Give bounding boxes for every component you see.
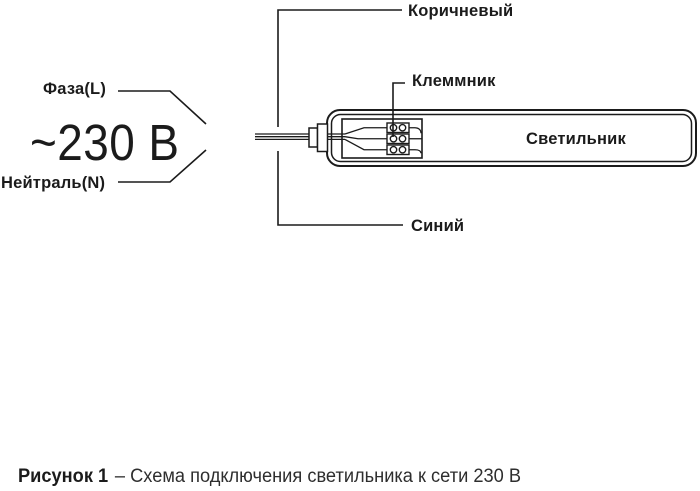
blue-wire-callout-line — [277, 151, 403, 226]
neutral-label: Нейтраль(N) — [1, 173, 106, 192]
phase-label: Фаза(L) — [43, 79, 107, 98]
terminal-block-pointer-line — [392, 82, 405, 137]
terminal-output-wires — [409, 127, 422, 154]
terminal-block-label: Клеммник — [412, 71, 496, 90]
blue-wire-label: Синий — [411, 216, 465, 235]
neutral-callout-line — [118, 149, 207, 183]
figure-caption: Рисунок 1– Схема подключения светильника… — [18, 466, 521, 488]
caption-text: – Схема подключения светильника к сети 2… — [114, 466, 521, 487]
wire-fan-lines — [344, 127, 387, 151]
terminal-blocks — [386, 122, 410, 156]
luminaire-inner-body — [330, 113, 693, 163]
phase-callout-line — [118, 90, 207, 125]
caption-figure-number: Рисунок 1 — [18, 466, 109, 487]
luminaire-label: Светильник — [526, 129, 626, 148]
brown-wire-label: Коричневый — [408, 1, 514, 20]
cable-gland — [308, 123, 329, 153]
brown-wire-callout-line — [277, 9, 402, 127]
mains-voltage-label: ~230 В — [30, 114, 180, 171]
